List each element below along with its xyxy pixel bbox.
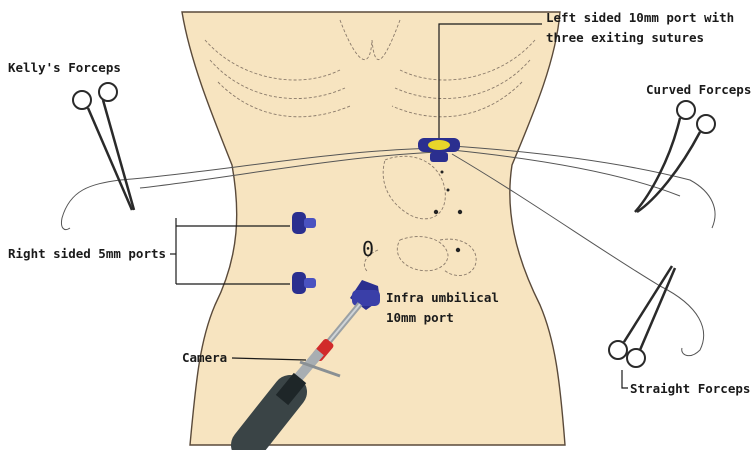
label-camera: Camera <box>182 350 227 365</box>
label-straight-forceps: Straight Forceps <box>630 381 750 396</box>
label-curved-forceps: Curved Forceps <box>646 82 751 97</box>
label-right-5mm-ports: Right sided 5mm ports <box>8 246 166 261</box>
umbilicus-mark: 0 <box>362 237 374 261</box>
torso-outline <box>182 12 565 445</box>
label-left-port-line2: three exiting sutures <box>546 30 704 45</box>
kellys-forceps-icon <box>73 83 134 210</box>
label-kellys-forceps: Kelly's Forceps <box>8 60 121 75</box>
curved-forceps-icon <box>635 101 715 212</box>
label-infra-umbilical-line1: Infra umbilical <box>386 290 499 305</box>
straight-forceps-icon <box>609 266 675 367</box>
label-infra-umbilical-line2: 10mm port <box>386 310 454 325</box>
label-left-port-line1: Left sided 10mm port with <box>546 10 734 25</box>
